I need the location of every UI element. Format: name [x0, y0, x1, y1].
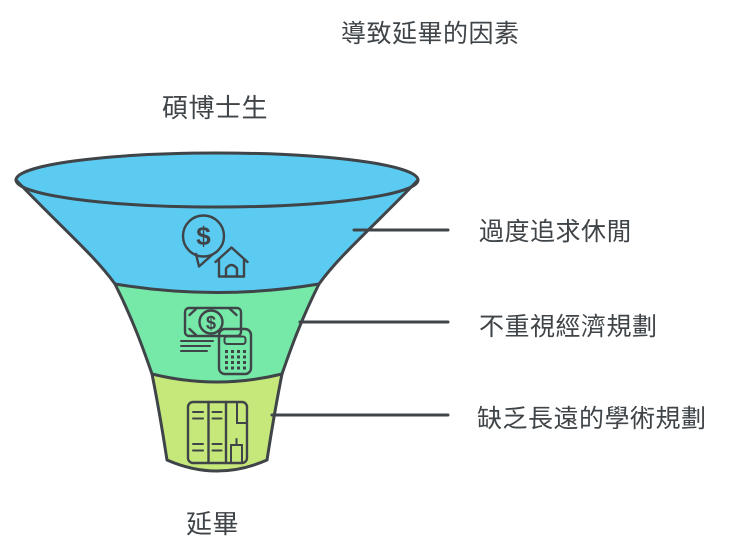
- funnel-outline: [14, 178, 420, 473]
- funnel-mouth: [14, 151, 420, 209]
- planner-lockers-icon: [186, 400, 249, 465]
- banknote-calculator-icon: $: [180, 306, 253, 376]
- stage-label-academic: 缺乏長遠的學術規劃: [477, 405, 707, 433]
- calculator-buttons: [225, 350, 246, 370]
- funnel-input-label: 碩博士生: [162, 93, 269, 123]
- stage-label-leisure: 過度追求休閒: [479, 218, 633, 246]
- dollar-glyph: $: [206, 313, 216, 333]
- money-chat-house-icon: $: [181, 214, 249, 278]
- funnel-output-label: 延畢: [186, 509, 240, 539]
- funnel-stage-academic: [152, 374, 282, 471]
- dollar-glyph: $: [196, 221, 211, 251]
- stage-label-economic: 不重視經濟規劃: [479, 313, 658, 341]
- diagram-title: 導致延畢的因素: [341, 20, 520, 48]
- stage-boundary-2: [150, 372, 284, 384]
- stage-boundary-1: [113, 282, 321, 294]
